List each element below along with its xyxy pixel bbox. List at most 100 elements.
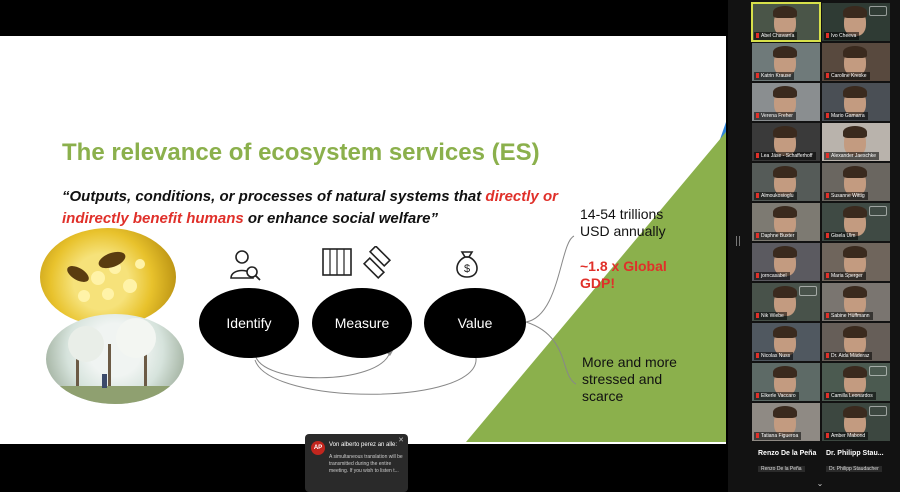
participant-name-text: Alexander Jaeschke — [831, 153, 877, 159]
panel-resize-handle[interactable] — [728, 0, 750, 492]
participant-video — [773, 6, 797, 18]
participant-tile[interactable]: Alexander Jaeschke — [822, 123, 890, 161]
chat-notification[interactable]: AP Von alberto perez an alle: ✕ A simult… — [305, 434, 408, 492]
participant-tile[interactable]: Lea Jäse - Schafferhoff — [752, 123, 820, 161]
participant-video — [843, 406, 867, 418]
slide-decoration — [466, 122, 726, 442]
value-estimate: 14-54 trillions USD annually — [580, 206, 666, 240]
participant-tile[interactable]: Sabine Hüffmann — [822, 283, 890, 321]
participant-tile[interactable]: Susanne Wittig — [822, 163, 890, 201]
participant-name: Abel Chavarría — [754, 32, 798, 40]
participant-name-text: Sabine Hüffmann — [831, 313, 870, 319]
participant-video — [773, 326, 797, 338]
process-step-measure: Measure — [312, 288, 412, 358]
participant-name: Susanne Wittig — [824, 192, 868, 200]
participant-tile[interactable]: Mario Gamarra — [822, 83, 890, 121]
chevron-down-icon[interactable]: ⌄ — [816, 479, 824, 488]
participant-video — [843, 126, 867, 138]
participant-name-text: Dr. Aida Mäderaz — [831, 353, 870, 359]
participant-tile[interactable]: Abel Chavarría — [751, 2, 821, 42]
participant-tile[interactable]: Dr. Aida Mäderaz — [822, 323, 890, 361]
scarcity-note: More and more stressed and scarce — [582, 354, 677, 405]
participant-video — [843, 246, 867, 258]
participant-tile[interactable]: Gisela Ulm — [822, 203, 890, 241]
participant-tile[interactable]: Almoukosioglu — [752, 163, 820, 201]
participant-name: Lea Jäse - Schafferhoff — [754, 152, 816, 160]
bee-photo — [40, 228, 176, 326]
participant-tile[interactable]: Katrin Krause — [752, 43, 820, 81]
participant-video — [843, 286, 867, 298]
speaker-name-small: Renzo De la Peña — [758, 466, 805, 472]
participant-tile[interactable]: Maria Sperger — [822, 243, 890, 281]
participant-video — [773, 246, 797, 258]
muted-mic-icon — [826, 433, 829, 438]
muted-mic-icon — [826, 73, 829, 78]
participant-tile[interactable]: Daphne Buxter — [752, 203, 820, 241]
participant-name: Camilla Leonardos — [824, 392, 876, 400]
resize-grip-icon[interactable] — [736, 236, 740, 246]
participant-video — [773, 206, 797, 218]
participant-tile[interactable]: Caroline Kreske — [822, 43, 890, 81]
participant-name: Dr. Aida Mäderaz — [824, 352, 873, 360]
muted-mic-icon — [756, 233, 759, 238]
close-icon[interactable]: ✕ — [398, 437, 404, 444]
muted-mic-icon — [756, 353, 759, 358]
participant-video — [773, 46, 797, 58]
process-arrows — [254, 235, 577, 395]
participant-name-text: Nik Wiebe — [761, 313, 784, 319]
participant-tile[interactable]: Nik Wiebe — [752, 283, 820, 321]
muted-mic-icon — [826, 113, 829, 118]
participant-video — [773, 286, 797, 298]
participant-tile[interactable]: Tatiana Figueroa — [752, 403, 820, 441]
participant-name: Mario Gamarra — [824, 112, 868, 120]
participant-name-text: jorncasabel — [761, 273, 787, 279]
participant-name-text: Amber Mabond — [831, 433, 866, 439]
svg-text:$: $ — [464, 263, 470, 275]
measure-tools-icon — [322, 246, 392, 280]
participant-video — [773, 406, 797, 418]
participant-name-text: Caroline Kreske — [831, 73, 867, 79]
participant-tile[interactable]: Nicolas Nuss — [752, 323, 820, 361]
participant-name: Ivo Cheeva — [824, 32, 860, 40]
shared-screen-area: The relevance of ecosystem services (ES)… — [0, 0, 728, 492]
participant-name-text: Camilla Leonardos — [831, 393, 873, 399]
gdp-comparison: ~1.8 x Global GDP! — [580, 258, 667, 292]
participant-name: Nicolas Nuss — [754, 352, 794, 360]
speaker-name-small: Dr. Philipp Staudacher — [826, 466, 882, 472]
participant-name: Daphne Buxter — [754, 232, 798, 240]
speaker-name-large: Renzo De la Peña — [758, 450, 817, 457]
muted-mic-icon — [756, 73, 759, 78]
value-estimate-line2: USD annually — [580, 223, 666, 239]
background-logo — [869, 366, 887, 376]
process-step-label: Identify — [226, 315, 272, 331]
quote-text-end: or enhance social welfare” — [243, 210, 438, 227]
slide-title: The relevance of ecosystem services (ES) — [62, 139, 540, 166]
participant-video — [843, 366, 867, 378]
background-logo — [869, 206, 887, 216]
participant-tile[interactable]: jorncasabel — [752, 243, 820, 281]
participant-name-text: Almoukosioglu — [761, 193, 794, 199]
muted-mic-icon — [826, 273, 829, 278]
muted-mic-icon — [826, 153, 829, 158]
participant-name-text: Tatiana Figueroa — [761, 433, 799, 439]
background-logo — [869, 406, 887, 416]
participant-name-text: Nicolas Nuss — [761, 353, 791, 359]
gdp-comparison-line1: ~1.8 x Global — [580, 258, 667, 274]
participant-tile[interactable]: Elkerle Vaccaro — [752, 363, 820, 401]
scarcity-line3: scarce — [582, 388, 624, 404]
participant-name: Amber Mabond — [824, 432, 869, 440]
participant-video — [843, 166, 867, 178]
participant-name: Elkerle Vaccaro — [754, 392, 799, 400]
muted-mic-icon — [756, 393, 759, 398]
participant-tile[interactable]: Ivo Cheeva — [822, 3, 890, 41]
participant-video — [843, 46, 867, 58]
participant-tile[interactable]: Camilla Leonardos — [822, 363, 890, 401]
participant-name: Maria Sperger — [824, 272, 866, 280]
participant-name: Gisela Ulm — [824, 232, 859, 240]
quote-highlight: directly or indirectly benefit humans — [62, 188, 558, 227]
participant-tile[interactable]: Verena Freher — [752, 83, 820, 121]
participant-name-text: Gisela Ulm — [831, 233, 856, 239]
money-bag-icon: $ — [456, 251, 478, 278]
participant-tile[interactable]: Amber Mabond — [822, 403, 890, 441]
